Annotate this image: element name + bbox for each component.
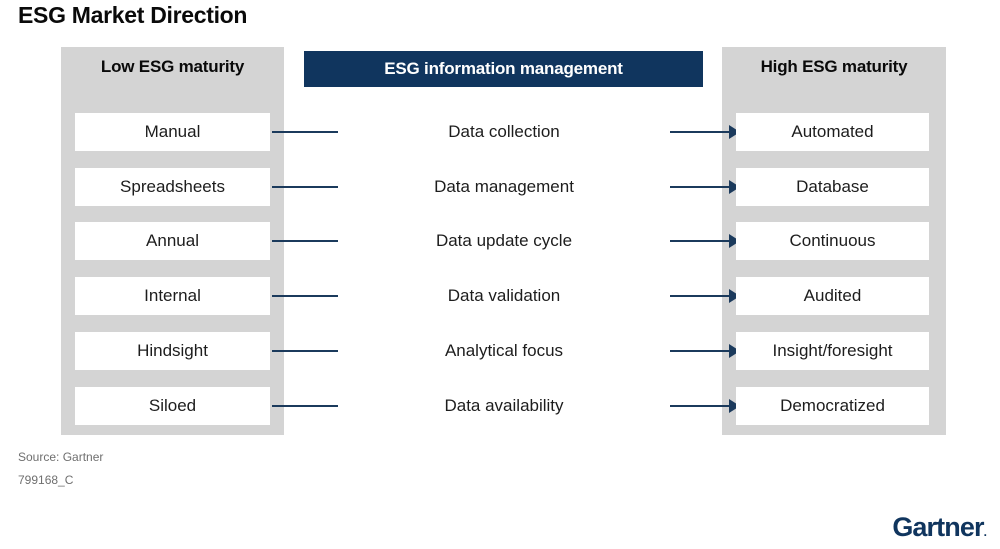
low-maturity-chip: Annual bbox=[75, 222, 270, 261]
connector-line-right bbox=[670, 240, 730, 243]
comparison-row: Hindsight Analytical focus Insight/foresig… bbox=[0, 331, 1000, 370]
dimension-label: Data availability bbox=[444, 395, 564, 415]
connector-line-right bbox=[670, 131, 730, 133]
high-maturity-header: High ESG maturity bbox=[760, 57, 908, 76]
arrow-head-icon bbox=[729, 343, 740, 358]
connector-line-right bbox=[670, 404, 730, 407]
low-maturity-chip: Spreadsheets bbox=[75, 167, 270, 206]
high-maturity-chip: Automated bbox=[736, 113, 929, 151]
gartner-wordmark: Gartner bbox=[892, 512, 984, 542]
dimension-label: Analytical focus bbox=[444, 340, 564, 360]
comparison-row: Manual Data collection Automated bbox=[0, 113, 1000, 151]
low-maturity-chip: Siloed bbox=[75, 386, 270, 425]
arrow-head-icon bbox=[729, 125, 740, 139]
high-maturity-chip: Continuous bbox=[736, 222, 929, 261]
connector-line-left bbox=[272, 295, 338, 298]
arrow-head-icon bbox=[729, 234, 740, 249]
arrow-head-icon bbox=[729, 398, 740, 413]
dimension-label: Data update cycle bbox=[435, 231, 573, 251]
comparison-row: Annual Data update cycle Continuous bbox=[0, 222, 1000, 261]
high-maturity-chip: Democratized bbox=[736, 386, 929, 425]
comparison-row: Siloed Data availability Democratized bbox=[0, 386, 1000, 425]
connector-line-right bbox=[670, 185, 730, 188]
center-banner-header: ESG information management bbox=[304, 51, 703, 87]
connector-line-left bbox=[272, 240, 338, 243]
low-maturity-chip: Internal bbox=[75, 277, 270, 316]
gartner-logo-mark: . bbox=[983, 525, 988, 539]
arrow-head-icon bbox=[729, 179, 740, 194]
connector-line-left bbox=[272, 349, 338, 352]
high-maturity-chip: Insight/foresight bbox=[736, 331, 929, 370]
connector-line-left bbox=[272, 131, 338, 133]
connector-line-left bbox=[272, 185, 338, 188]
high-maturity-chip: Database bbox=[736, 167, 929, 206]
page-title: ESG Market Direction bbox=[18, 2, 248, 28]
arrow-head-icon bbox=[729, 289, 740, 304]
connector-line-left bbox=[272, 404, 338, 407]
low-maturity-chip: Manual bbox=[75, 113, 270, 151]
low-maturity-header: Low ESG maturity bbox=[100, 57, 245, 76]
connector-line-right bbox=[670, 349, 730, 352]
dimension-label: Data management bbox=[434, 176, 574, 196]
document-id: 799168_C bbox=[18, 473, 74, 487]
connector-line-right bbox=[670, 295, 730, 298]
high-maturity-chip: Audited bbox=[736, 277, 929, 316]
dimension-label: Data validation bbox=[447, 286, 561, 306]
comparison-row: Internal Data validation Audited bbox=[0, 277, 1000, 316]
gartner-logo: Gartner. bbox=[892, 512, 988, 543]
comparison-row: Spreadsheets Data management Database bbox=[0, 167, 1000, 206]
low-maturity-chip: Hindsight bbox=[75, 331, 270, 370]
source-note: Source: Gartner bbox=[18, 450, 104, 464]
dimension-label: Data collection bbox=[448, 122, 560, 141]
